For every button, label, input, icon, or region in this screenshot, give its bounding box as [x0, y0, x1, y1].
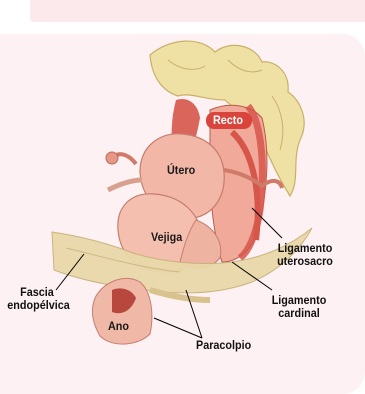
- label-ligamento-uterosacro: Ligamento uterosacro: [274, 242, 337, 268]
- label-paracolpio: Paracolpio: [196, 339, 251, 352]
- label-ligamento-cardinal: Ligamento cardinal: [269, 294, 328, 320]
- label-utero: Útero: [167, 164, 195, 177]
- label-vejiga: Vejiga: [151, 231, 182, 244]
- label-recto: Recto: [213, 114, 243, 127]
- label-fascia-endopelvica: Fascia endopélvica: [7, 286, 66, 312]
- label-ano: Ano: [108, 320, 129, 333]
